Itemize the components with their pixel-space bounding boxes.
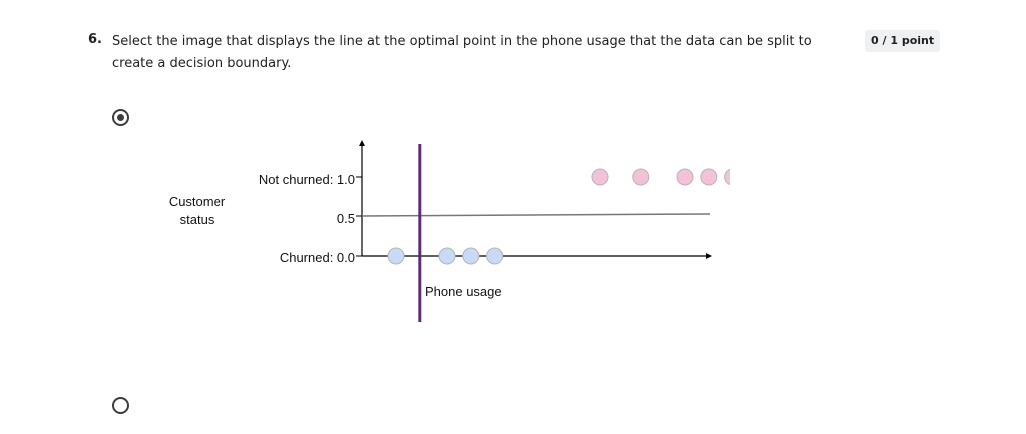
churned-point-4 — [486, 247, 504, 265]
x-axis-arrow — [706, 253, 712, 259]
option-2-radio[interactable] — [112, 397, 129, 414]
threshold-line — [361, 213, 711, 217]
x-axis-label: Phone usage — [425, 284, 502, 299]
y-axis-label-line2: status — [180, 212, 215, 227]
option-1-radio[interactable] — [112, 109, 129, 126]
churned-point-2 — [438, 247, 456, 265]
option-1-figure: Customer status Not churned: 1.0 0.5 Chu… — [169, 140, 730, 322]
not-churned-point-5 — [724, 168, 730, 186]
y-axis-label-line1: Customer — [169, 194, 226, 209]
not-churned-point-3 — [676, 168, 694, 186]
not-churned-point-2 — [632, 168, 650, 186]
tick-label-mid: 0.5 — [337, 211, 355, 226]
tick-label-top: Not churned: 1.0 — [259, 172, 355, 187]
churned-point-3 — [462, 247, 480, 265]
y-axis-arrow — [359, 140, 365, 146]
question-text: Select the image that displays the line … — [112, 34, 812, 71]
tick-label-bottom: Churned: 0.0 — [280, 250, 355, 265]
churned-point-1 — [387, 247, 405, 265]
question-number: 6. — [88, 32, 102, 47]
not-churned-point-4 — [700, 168, 718, 186]
not-churned-point-1 — [591, 168, 609, 186]
score-badge: 0 / 1 point — [865, 30, 941, 52]
